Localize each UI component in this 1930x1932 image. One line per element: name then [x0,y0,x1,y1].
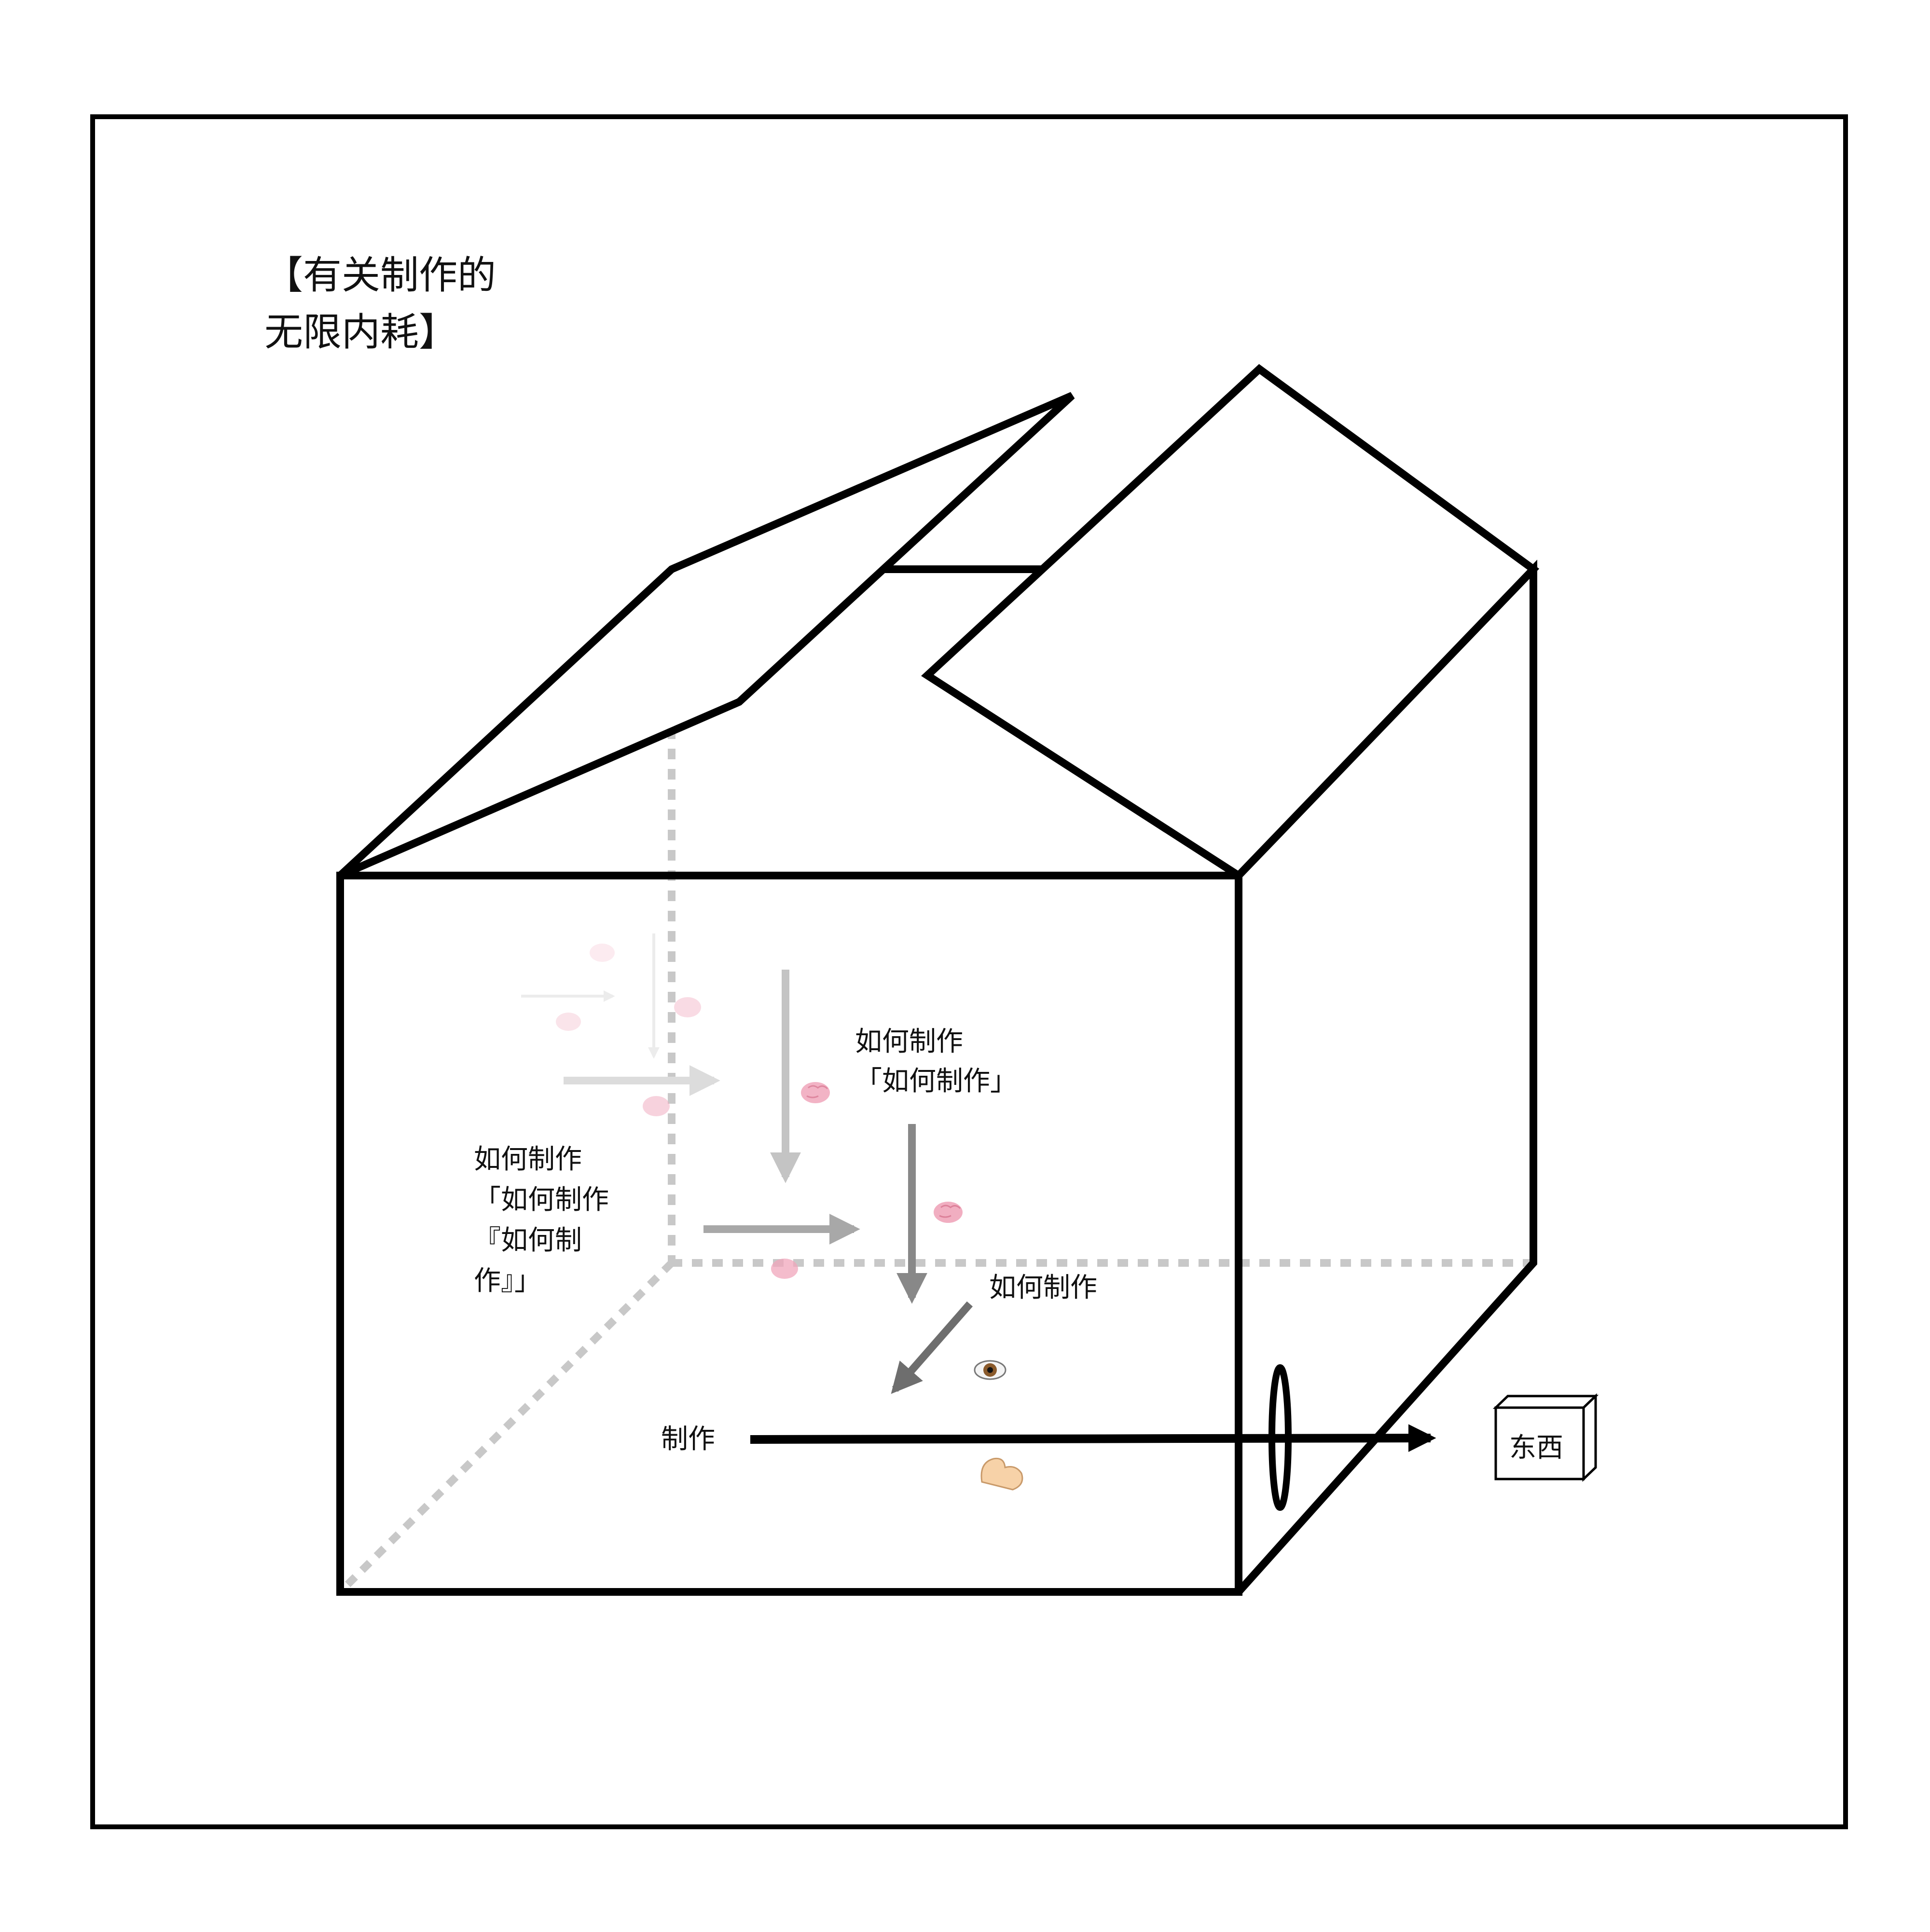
brain-icon [674,997,701,1017]
make-arrow [750,1424,1436,1452]
brain-icon [771,1259,798,1279]
outer-frame [90,114,1848,1829]
label-how-make-single: 如何制作 [989,1272,1097,1303]
box-front-face [336,872,1242,1596]
brain-icon [590,944,615,962]
thing-box [1492,1393,1599,1482]
flexed-biceps-icon [980,1457,1023,1491]
label-how-make-nested-2-line3: 『如何制 [474,1225,582,1256]
arrow-darkest-diag [891,1301,973,1394]
title-line-2: 无限内耗】 [264,310,457,355]
brain-icon [556,1013,581,1031]
recursion-arrows [521,933,973,1394]
label-make: 制作 [661,1424,715,1455]
box-outline [336,364,1540,1596]
label-how-make-nested-2-line2: 「如何制作 [474,1184,609,1216]
thing-box-top [1492,1395,1599,1409]
box-right-flap [921,364,1540,881]
hidden-edges [337,728,1532,1595]
label-how-make-nested-2-line4: 作』」 [474,1265,541,1297]
label-how-make-nested-1-line2: 「如何制作」 [855,1066,1017,1097]
thing-box-side [1582,1393,1597,1482]
label-how-make-nested-1-line1: 如何制作 [855,1026,963,1057]
hidden-edge-diagonal [337,1260,675,1595]
title-line-1: 【有关制作的 [264,253,496,298]
eye-icon [974,1360,1006,1380]
label-how-make-nested-2-line1: 如何制作 [474,1144,582,1175]
brain-icons [556,944,963,1279]
brain-icon [801,1082,830,1103]
brain-icon [934,1202,963,1223]
label-thing: 东西 [1509,1432,1563,1464]
brain-icon [643,1096,670,1116]
box-left-flap [337,392,1075,879]
